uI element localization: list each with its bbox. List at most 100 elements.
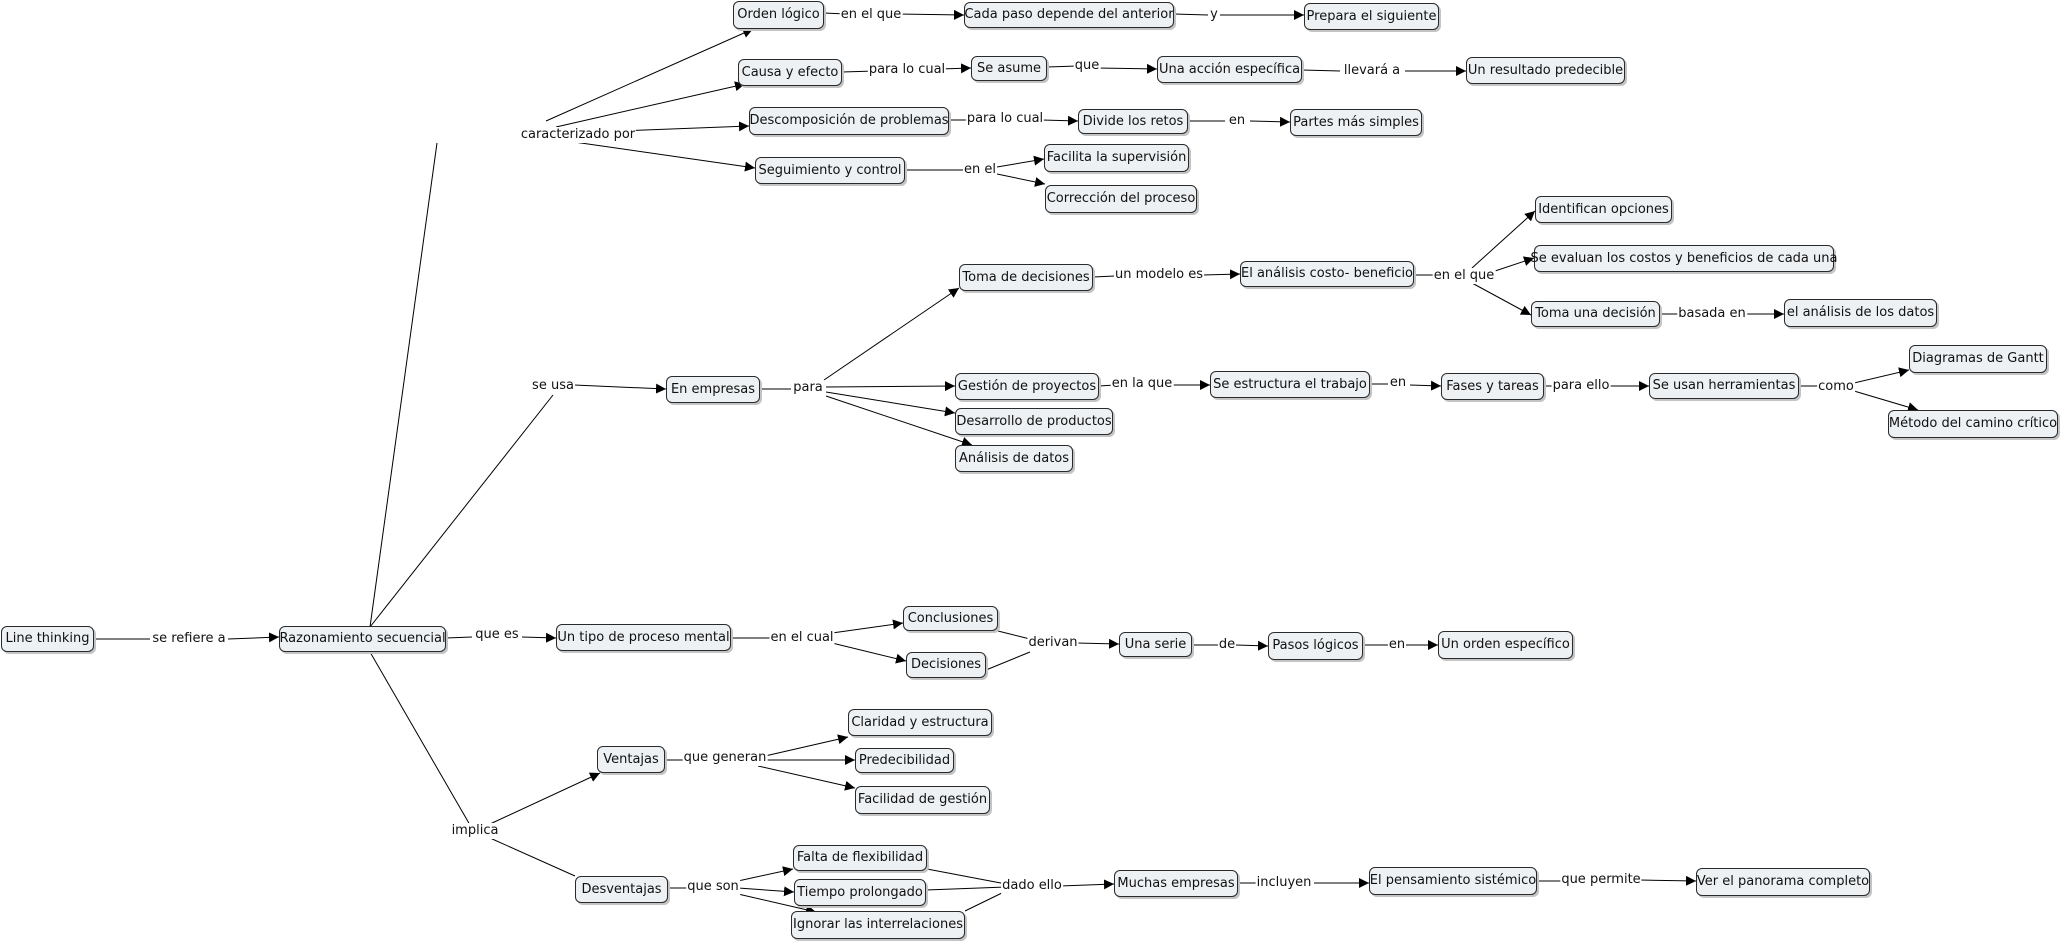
node-analisis-costo-beneficio[interactable]: El análisis costo- beneficio [1240, 261, 1414, 287]
connector-line [489, 837, 576, 877]
node-ignorar-interrelaciones[interactable]: Ignorar las interrelaciones [791, 911, 965, 939]
connector-line [831, 619, 904, 634]
connector-line [1471, 282, 1532, 316]
connector-line [1173, 13, 1209, 16]
link-derivan: derivan [1027, 635, 1079, 651]
node-el-analisis-datos[interactable]: el análisis de los datos [1784, 299, 1937, 327]
node-conclusiones[interactable]: Conclusiones [903, 606, 998, 631]
connector-line [926, 868, 1007, 885]
node-predecibilidad[interactable]: Predecibilidad [855, 748, 954, 773]
node-orden-especifico[interactable]: Un orden específico [1438, 631, 1573, 659]
node-claridad-estructura[interactable]: Claridad y estructura [848, 709, 992, 736]
node-toma-decisiones[interactable]: Toma de decisiones [959, 264, 1093, 291]
link-se-refiere-a: se refiere a [151, 631, 227, 647]
link-de: de [1217, 637, 1237, 653]
node-pasos-logicos[interactable]: Pasos lógicos [1268, 632, 1363, 660]
connector-line [1046, 65, 1078, 68]
node-divide-retos[interactable]: Divide los retos [1078, 109, 1188, 134]
connector-line [1096, 63, 1158, 74]
node-ver-panorama[interactable]: Ver el panorama completo [1696, 868, 1870, 896]
connector-line [1471, 210, 1536, 269]
node-tipo-proceso-mental[interactable]: Un tipo de proceso mental [556, 624, 731, 651]
connector-line [925, 886, 1007, 891]
connector-line [831, 642, 907, 664]
connector-line [964, 890, 1007, 912]
link-como: como [1817, 379, 1855, 395]
connector-line [227, 632, 280, 643]
link-caracterizado-por: caracterizado por [519, 127, 637, 143]
node-camino-critico[interactable]: Método del camino crítico [1888, 410, 2058, 438]
connector-line [489, 772, 601, 825]
link-implica: implica [450, 823, 500, 839]
connector-line [1301, 69, 1341, 72]
connector-line [823, 287, 960, 381]
link-dado-ello: dado ello [1001, 878, 1063, 894]
connector-line [573, 141, 756, 172]
connector-line [985, 651, 1031, 671]
connector-line [1491, 256, 1535, 273]
connector-line [764, 734, 849, 757]
link-en-el: en el [963, 162, 997, 178]
connector-line [1409, 380, 1442, 391]
connector-line [369, 651, 471, 826]
node-falta-flexibilidad[interactable]: Falta de flexibilidad [793, 845, 927, 871]
connector-line [555, 81, 746, 128]
connector-line [1249, 116, 1291, 127]
link-y: y [1209, 7, 1219, 23]
node-ventajas[interactable]: Ventajas [597, 746, 665, 773]
node-toma-una-decision[interactable]: Toma una decisión [1531, 301, 1660, 327]
node-pensamiento-sistemico[interactable]: El pensamiento sistémico [1369, 867, 1537, 895]
link-para-lo-cual-1: para lo cual [867, 62, 947, 78]
link-en-el-que-1: en el que [839, 7, 903, 23]
link-que-es: que es [474, 627, 520, 643]
node-orden-logico[interactable]: Orden lógico [733, 1, 824, 29]
node-accion-especifica[interactable]: Una acción específica [1157, 56, 1302, 83]
connector-line [737, 866, 794, 882]
node-facilita-supervision[interactable]: Facilita la supervisión [1044, 144, 1189, 172]
link-para-lo-cual-2: para lo cual [965, 111, 1045, 127]
node-razonamiento-secuencial[interactable]: Razonamiento secuencial [279, 626, 446, 652]
node-gestion-proyectos[interactable]: Gestión de proyectos [955, 373, 1099, 400]
link-para: para [792, 380, 824, 396]
node-fases-tareas[interactable]: Fases y tareas [1441, 373, 1544, 400]
node-identifican-opciones[interactable]: Identifican opciones [1535, 196, 1672, 223]
link-incluyen: incluyen [1255, 875, 1313, 891]
node-tiempo-prolongado[interactable]: Tiempo prolongado [794, 879, 926, 906]
node-muchas-empresas[interactable]: Muchas empresas [1114, 870, 1238, 897]
node-herramientas[interactable]: Se usan herramientas [1649, 373, 1799, 399]
node-descomposicion[interactable]: Descomposición de problemas [749, 107, 949, 135]
node-facilidad-gestion[interactable]: Facilidad de gestión [855, 786, 990, 814]
connector-line [1639, 875, 1697, 886]
node-cada-paso[interactable]: Cada paso depende del anterior [964, 2, 1174, 28]
node-seguimiento-control[interactable]: Seguimiento y control [755, 157, 905, 184]
node-se-evaluan[interactable]: Se evaluan los costos y beneficios de ca… [1531, 245, 1837, 272]
node-desventajas[interactable]: Desventajas [575, 876, 668, 903]
node-analisis-de-datos[interactable]: Análisis de datos [955, 445, 1073, 472]
node-prepara-siguiente[interactable]: Prepara el siguiente [1304, 3, 1439, 30]
link-en-1: en [1227, 113, 1247, 129]
node-desarrollo-productos[interactable]: Desarrollo de productos [955, 408, 1113, 435]
node-resultado-predecible[interactable]: Un resultado predecible [1466, 57, 1625, 84]
connector-line [545, 28, 754, 122]
link-que-son: que son [686, 879, 740, 895]
node-una-serie[interactable]: Una serie [1119, 632, 1192, 657]
connector-line [825, 391, 956, 417]
node-en-empresas[interactable]: En empresas [666, 376, 760, 403]
link-se-usa: se usa [531, 378, 575, 394]
link-que-generan: que generan [682, 750, 768, 766]
node-estructura-trabajo[interactable]: Se estructura el trabajo [1210, 371, 1370, 398]
node-line-thinking[interactable]: Line thinking [1, 626, 94, 652]
node-diagramas-gantt[interactable]: Diagramas de Gantt [1909, 345, 2047, 373]
connector-line [1853, 390, 1919, 412]
link-basada-en: basada en [1677, 306, 1747, 322]
link-llevara-a: llevará a [1342, 63, 1402, 79]
node-causa-efecto[interactable]: Causa y efecto [738, 59, 842, 86]
node-partes-simples[interactable]: Partes más simples [1290, 109, 1422, 136]
node-correccion-proceso[interactable]: Corrección del proceso [1045, 185, 1197, 213]
link-que: que [1073, 58, 1101, 74]
link-en-la-que: en la que [1110, 376, 1174, 392]
connector-line [1041, 115, 1079, 126]
connector-line [737, 893, 817, 915]
node-se-asume[interactable]: Se asume [971, 56, 1047, 81]
node-decisiones[interactable]: Decisiones [906, 652, 986, 678]
